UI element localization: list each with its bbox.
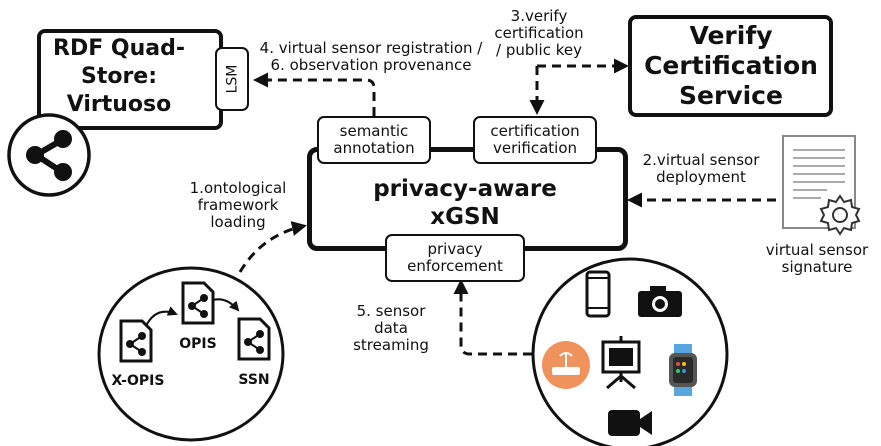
document-icon [181,281,215,325]
gear-icon [819,194,861,236]
step-5-label: 5. sensor data streaming [353,302,429,354]
x-opis-label: X-OPIS [111,373,165,389]
lsm-label: LSM [223,64,240,94]
xgsn-title: privacy-aware xGSN [373,176,557,230]
lsm-tab: LSM [215,47,249,111]
arrow-ontology [238,221,307,273]
rdf-store-box [37,29,223,130]
certification-verification-label: certification verification [490,122,580,157]
rdf-store-title: RDF Quad- Store: Virtuoso [53,36,185,117]
privacy-enforcement-box: privacy enforcement [385,234,525,282]
ontology-circle [97,266,285,442]
verify-service-box [628,15,833,117]
phone-icon [585,270,611,318]
smartwatch-icon [669,344,697,396]
step-3-label: 3.verify certification / public key [494,7,584,59]
video-camera-icon [608,410,652,436]
document-icon [119,319,153,363]
opis-label: OPIS [179,336,217,352]
share-icon [7,113,91,197]
projector-icon [601,336,641,390]
semantic-annotation-box: semantic annotation [317,116,431,164]
document-icon [237,317,271,361]
signature-label: virtual sensor signature [765,241,869,276]
semantic-annotation-label: semantic annotation [333,122,415,157]
xgsn-box [307,147,628,251]
camera-icon [638,286,682,317]
step-1-label: 1.ontological framework loading [189,179,287,231]
arrow-streaming [453,279,532,356]
privacy-enforcement-label: privacy enforcement [407,240,503,275]
certification-verification-box: certification verification [473,116,597,164]
ssn-label: SSN [238,372,270,388]
step-4-6-label: 4. virtual sensor registration / 6. obse… [259,39,483,74]
verify-service-title: Verify Certification Service [644,21,818,110]
router-icon [542,341,590,389]
step-2-label: 2.virtual sensor deployment [642,151,760,186]
arrow-registration [253,72,376,116]
